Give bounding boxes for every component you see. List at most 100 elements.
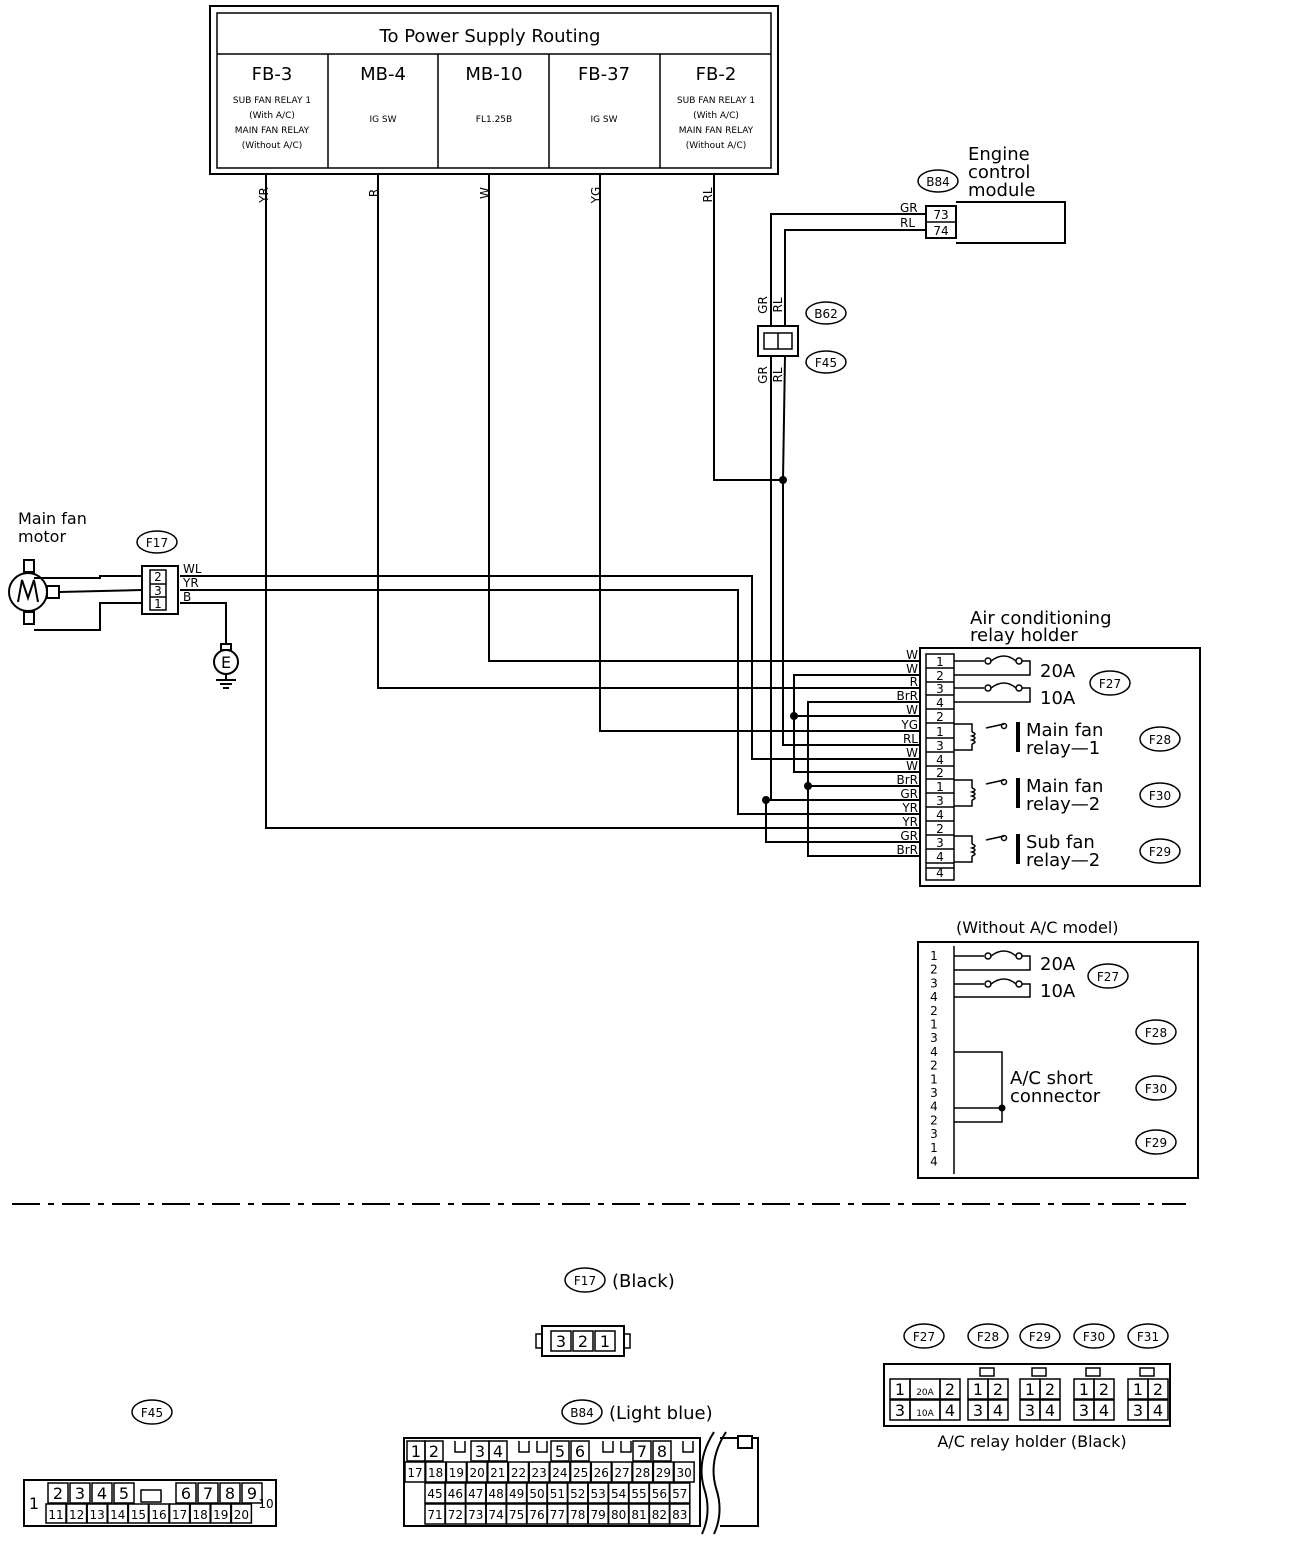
f45-pin-cell xyxy=(113,1482,135,1504)
f45-view-pin-left: 1 xyxy=(29,1494,39,1513)
b84-pin-cell xyxy=(570,1440,590,1462)
b84-pin-number: 21 xyxy=(490,1466,505,1480)
ac-pin-number: 4 xyxy=(936,808,944,822)
joint-wire-gr-top: GR xyxy=(756,296,770,314)
motor-wire-yr: YR xyxy=(182,576,199,590)
b84-pin-number: 51 xyxy=(550,1487,565,1501)
b84-pin-number: 17 xyxy=(407,1466,422,1480)
relay-holder-pin-cell xyxy=(1147,1399,1169,1421)
relay-holder-caption: A/C relay holder (Black) xyxy=(937,1432,1126,1451)
fb2-desc-2: (With A/C) xyxy=(693,111,739,121)
wire-rl-ecm xyxy=(784,229,926,326)
no-ac-pin-number: 1 xyxy=(930,1018,938,1032)
relay-holder-view-body xyxy=(883,1363,1171,1427)
ac-pin-number: 3 xyxy=(936,739,944,753)
relay-coil xyxy=(969,787,976,801)
f17-view-color: (Black) xyxy=(612,1271,675,1292)
fb3-desc-3: MAIN FAN RELAY xyxy=(235,126,310,136)
relay-holder-pin: 4 xyxy=(1153,1401,1163,1420)
motor-label-1: Main fan xyxy=(18,509,87,528)
fb2-desc-4: (Without A/C) xyxy=(686,141,747,151)
ac-pin-number: 2 xyxy=(936,669,944,683)
b84-pin-number: 50 xyxy=(529,1487,544,1501)
relay3-label-1: Sub fan xyxy=(1026,832,1095,853)
ecm-pin-73: 73 xyxy=(933,208,948,222)
noac-fuse-badge xyxy=(1087,963,1129,989)
relay-holder-pin: 1 xyxy=(1025,1380,1035,1399)
ac-holder-pin-strip xyxy=(925,653,955,881)
b84-view-badge xyxy=(561,1399,603,1425)
b84-view-code: B84 xyxy=(570,1406,594,1420)
joint-badge-f45 xyxy=(805,350,847,374)
junction-gr xyxy=(762,796,770,804)
wire-wl-motor xyxy=(180,575,920,760)
ac-pin-number: 1 xyxy=(936,780,944,794)
relay-symbol-1 xyxy=(954,722,1020,752)
motor-shaft xyxy=(46,585,60,599)
relay-holder-pin: 3 xyxy=(1133,1401,1143,1420)
motor-lead-1 xyxy=(34,575,142,579)
relay-holder-fuse-pin: 4 xyxy=(945,1401,955,1420)
fb37-label: FB-37 xyxy=(578,64,630,85)
f45-view-pin-right: 10 xyxy=(258,1497,273,1511)
ac-relay-holder: Air conditioning relay holder 1234213421… xyxy=(896,608,1201,887)
relay-holder-pin: 4 xyxy=(993,1401,1003,1420)
noac-fuse-20a-lead-b xyxy=(954,955,1031,971)
fuse-10a-lead-b xyxy=(954,687,1031,703)
junction-w xyxy=(790,712,798,720)
motor-pin-1: 1 xyxy=(154,597,162,611)
power-box-inner xyxy=(216,12,772,169)
relay-contact xyxy=(985,779,1005,785)
fuse-20a-lead-b xyxy=(954,660,1031,676)
no-ac-pin-number: 2 xyxy=(930,963,938,977)
motor-label-2: motor xyxy=(18,527,66,546)
b84-pin-number: 74 xyxy=(489,1508,504,1522)
b84-pin-number: 76 xyxy=(529,1508,544,1522)
relay-holder-fuse-cell xyxy=(939,1378,961,1400)
ecm-pin-74: 74 xyxy=(933,224,948,238)
relay-holder-fuse-pin: 10A xyxy=(916,1409,934,1419)
relay-holder-pin: 1 xyxy=(1133,1380,1143,1399)
f17-pin-number: 3 xyxy=(556,1332,566,1351)
f45-pin-cell xyxy=(69,1482,91,1504)
fb3-label: FB-3 xyxy=(252,64,293,85)
f45-pin-number: 19 xyxy=(213,1508,228,1522)
f45-pin-cell xyxy=(47,1482,69,1504)
noac-fuse-code: F27 xyxy=(1097,970,1119,984)
ecm-connector-code: B84 xyxy=(926,175,950,189)
f45-pin-cell xyxy=(241,1482,263,1504)
fuse-20a-element xyxy=(990,655,1017,662)
f45-pin-number: 9 xyxy=(247,1484,257,1503)
b84-pin-number: 75 xyxy=(509,1508,524,1522)
b84-pin-number: 2 xyxy=(429,1442,439,1461)
fb3-desc-2: (With A/C) xyxy=(249,111,295,121)
relay-holder-code: F28 xyxy=(977,1330,999,1344)
junction-rl xyxy=(779,476,787,484)
relay-coil-lead xyxy=(954,800,973,807)
b84-view-body-end xyxy=(720,1437,759,1527)
b84-view-key xyxy=(536,1441,548,1453)
relay-holder-fuse-cell xyxy=(939,1399,961,1421)
f45-pin-number: 16 xyxy=(151,1508,166,1522)
b84-pin-number: 23 xyxy=(532,1466,547,1480)
b84-view-key xyxy=(682,1441,694,1453)
f45-pin-number: 12 xyxy=(69,1508,84,1522)
wire-rl-joint xyxy=(782,355,920,746)
motor-connector-code: F17 xyxy=(146,536,168,550)
relay-holder-fuse-pin: 3 xyxy=(895,1401,905,1420)
b84-view-key xyxy=(454,1441,466,1453)
relay-bar xyxy=(1016,722,1020,752)
b84-pin-number: 26 xyxy=(594,1466,609,1480)
relay-holder-pin: 1 xyxy=(973,1380,983,1399)
noac-badge-f29 xyxy=(1135,1129,1177,1155)
relay-contact-point xyxy=(1000,778,1008,786)
noac-fuse-10a-label: 10A xyxy=(1040,981,1076,1002)
fuse-connector-badge xyxy=(1089,670,1131,696)
b84-pin-number: 48 xyxy=(489,1487,504,1501)
relay-holder-badge xyxy=(967,1323,1009,1349)
